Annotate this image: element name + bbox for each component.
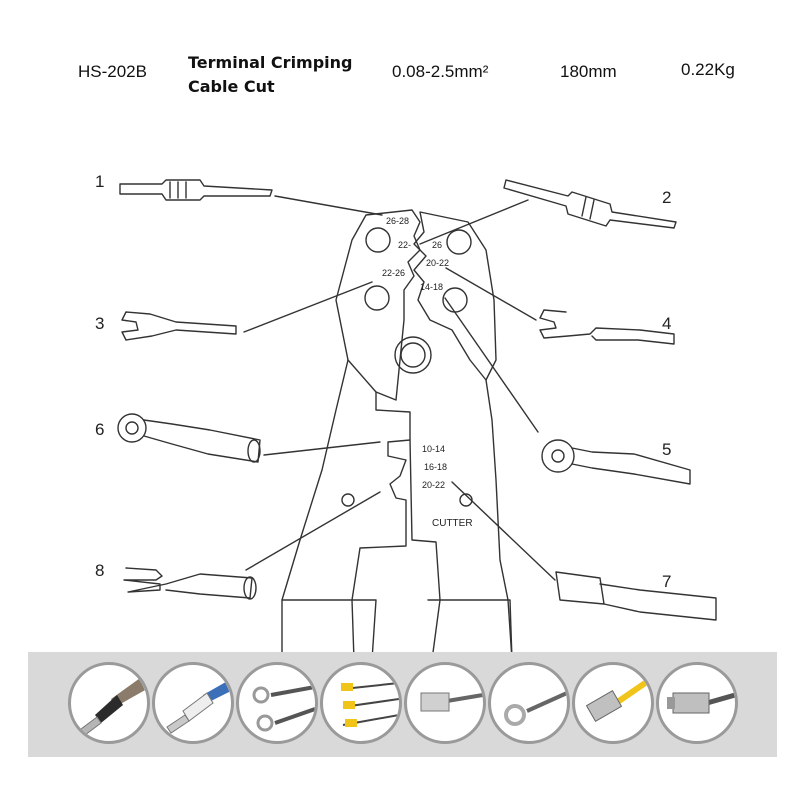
gauge-26: 26 [432, 240, 442, 250]
callout-2: 2 [662, 188, 672, 207]
terminal-6-ring [117, 413, 147, 443]
ring-terminal-wires-icon [236, 662, 318, 744]
gauge-22: 22- [398, 240, 411, 250]
terminal-2-butt [503, 179, 677, 229]
callout-7: 7 [662, 572, 672, 591]
function-line-2: Cable Cut [188, 77, 275, 96]
tool-jaw-left [335, 209, 421, 401]
terminal-1-pin [119, 179, 273, 201]
crimping-tool-diagram: 26-28 22- 26 20-22 22-26 14-18 10-14 16-… [117, 179, 717, 660]
grip-left [281, 599, 377, 660]
terminal-7-female [555, 571, 605, 605]
terminal-8-fork [123, 567, 253, 599]
gauge-26-28: 26-28 [386, 216, 409, 226]
terminal-4-spade [539, 309, 675, 345]
tool-handle-right-inner [409, 439, 441, 660]
callout-3: 3 [95, 314, 105, 333]
tool-handle-left [281, 359, 349, 660]
ferrule-insulated-icon [68, 662, 150, 744]
ring-terminal-icon [488, 662, 570, 744]
die-hole-3 [364, 285, 390, 311]
rivet-left [341, 493, 355, 507]
pivot-bolt [394, 336, 432, 374]
tool-weight: 0.22Kg [681, 60, 735, 79]
bnc-connector-icon [656, 662, 738, 744]
callout-8: 8 [95, 561, 105, 580]
die-hole-1 [365, 227, 391, 253]
callout-4: 4 [662, 314, 672, 333]
gauge-10-14: 10-14 [422, 444, 445, 454]
tool-handle-right [485, 379, 513, 660]
rivet-right [459, 493, 473, 507]
callout-5: 5 [662, 440, 672, 459]
cutter-label: CUTTER [432, 518, 473, 529]
ferrule-twin-icon [152, 662, 234, 744]
terminal-5-ring [541, 439, 575, 473]
gauge-20-22-bottom: 20-22 [422, 480, 445, 490]
terminal-3-spade [121, 311, 237, 341]
model-number: HS-202B [78, 62, 147, 81]
wire-range: 0.08-2.5mm² [392, 62, 489, 81]
female-spade-icon [404, 662, 486, 744]
grip-right [427, 599, 513, 660]
tool-handle-left-inner [351, 391, 411, 660]
gauge-14-18: 14-18 [420, 282, 443, 292]
die-hole-2 [446, 229, 472, 255]
callout-6: 6 [95, 420, 105, 439]
callout-1: 1 [95, 172, 105, 191]
tool-length: 180mm [560, 62, 617, 81]
tool-jaw-right [413, 211, 497, 381]
coax-connector-icon [572, 662, 654, 744]
gauge-16-18: 16-18 [424, 462, 447, 472]
bullet-connectors-icon [320, 662, 402, 744]
function-line-1: Terminal Crimping [188, 53, 353, 72]
gauge-20-22-top: 20-22 [426, 258, 449, 268]
gauge-22-26: 22-26 [382, 268, 405, 278]
